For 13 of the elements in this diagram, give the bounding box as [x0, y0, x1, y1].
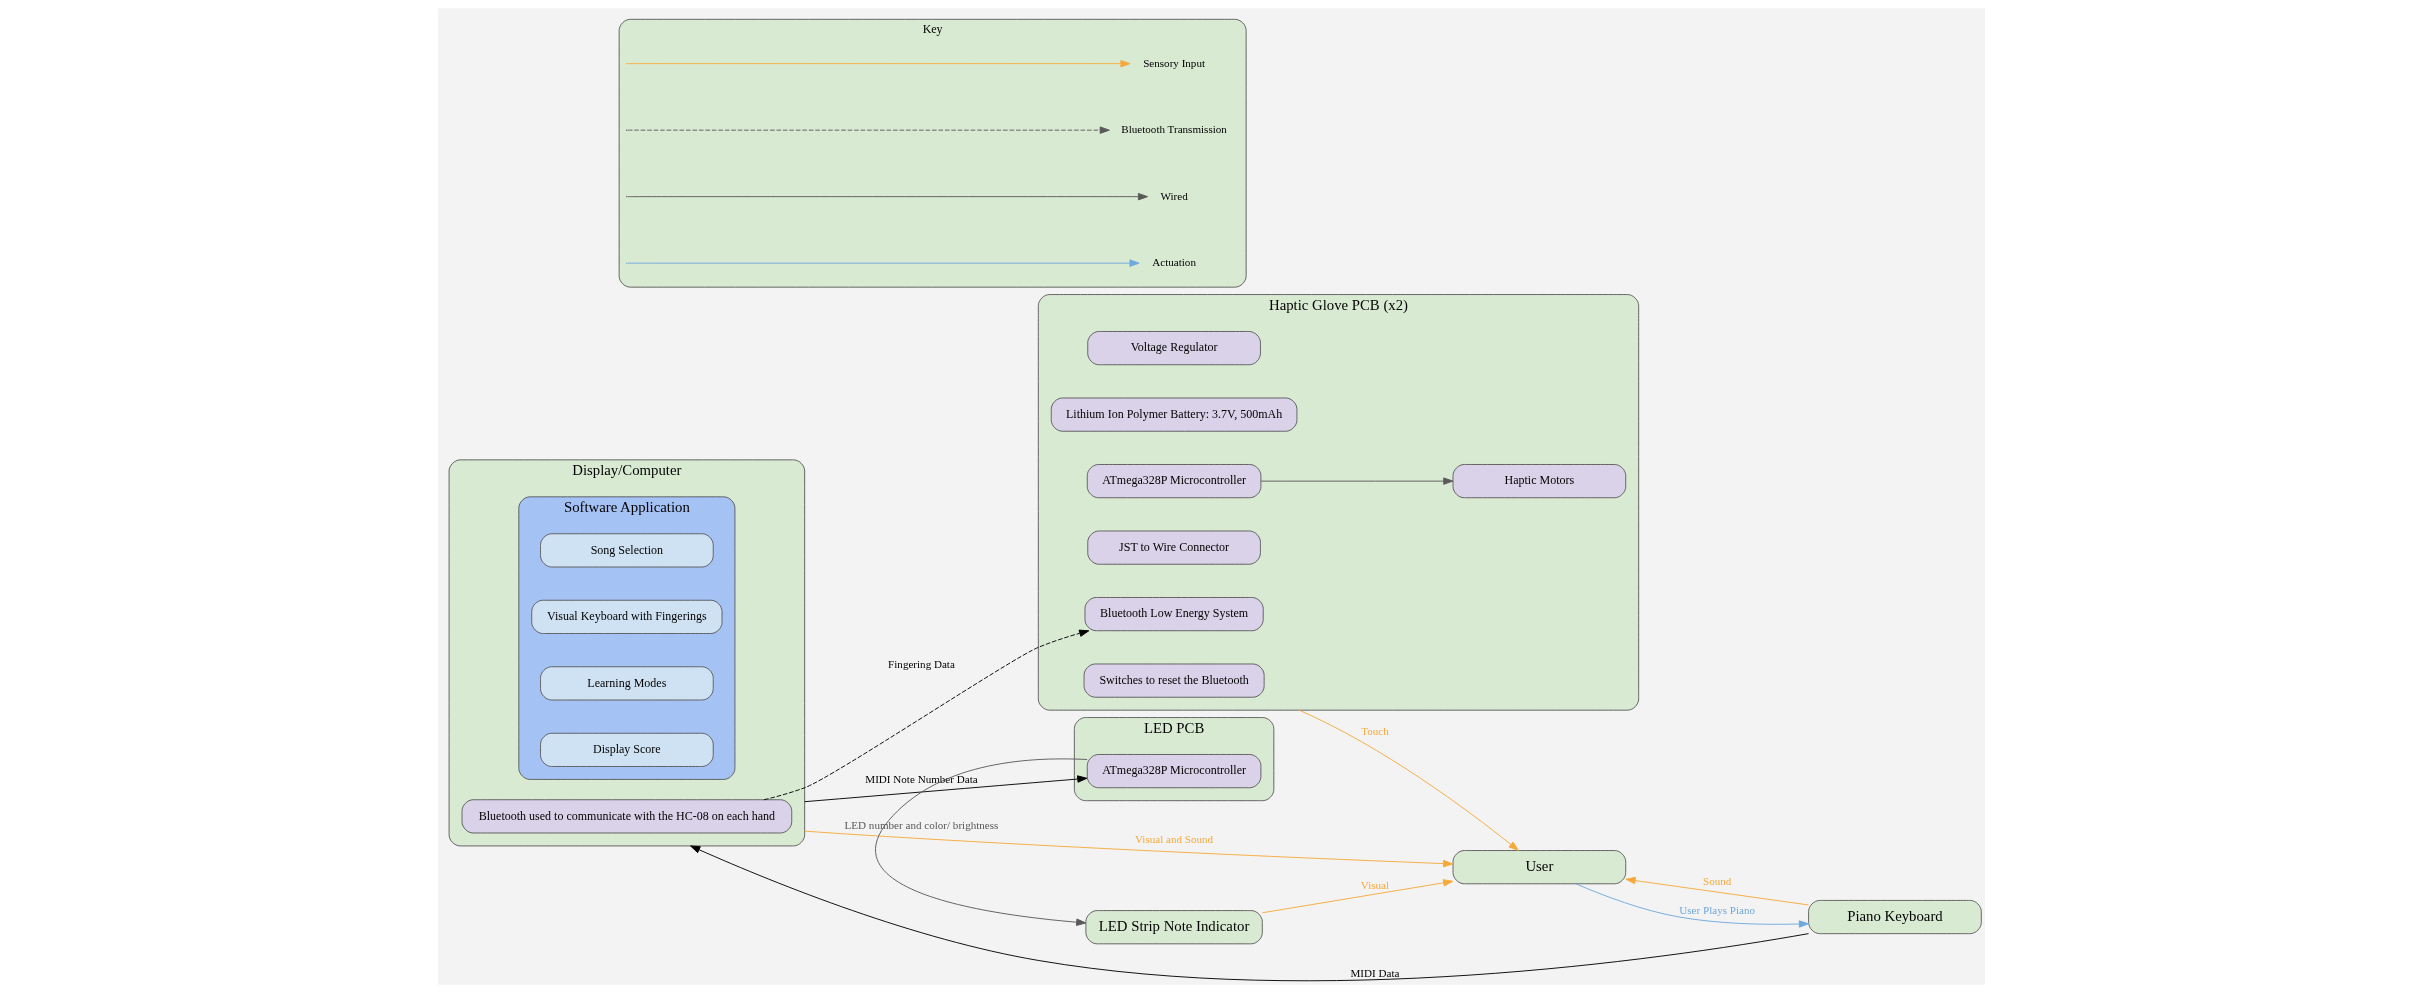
edge-label: Touch	[1360, 724, 1389, 737]
edge-label: Visual	[1360, 878, 1389, 891]
legend-label: Wired	[1159, 189, 1188, 202]
edge-label: LED number and color/ brightness	[844, 819, 998, 832]
edge-label: Sound	[1702, 875, 1731, 888]
edge-label: User Plays Piano	[1678, 903, 1755, 916]
legend-label: Bluetooth Transmission	[1120, 123, 1227, 136]
legend-label: Actuation	[1151, 256, 1196, 269]
legend-label: Sensory Input	[1142, 56, 1205, 69]
edge-label: Visual and Sound	[1134, 832, 1213, 845]
edge-label: MIDI Note Number Data	[864, 772, 978, 785]
edge-label: Fingering Data	[887, 658, 955, 671]
edge-label: MIDI Data	[1350, 966, 1399, 979]
